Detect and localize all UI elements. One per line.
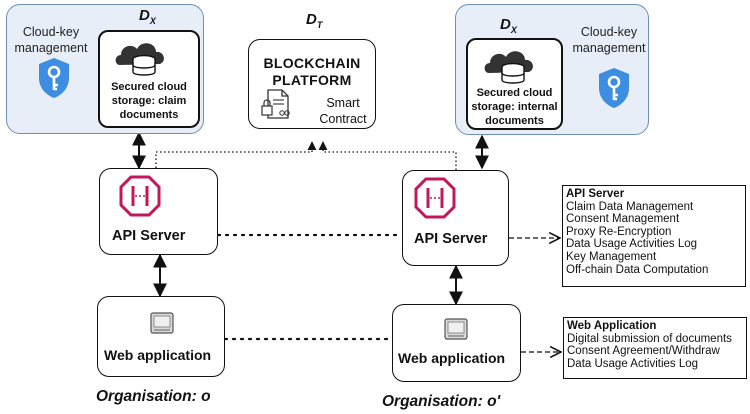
- right-storage-label: Secured cloud storage: internal document…: [471, 87, 558, 127]
- api-info-item: Consent Management: [566, 213, 680, 226]
- key-shield-icon: [599, 68, 629, 108]
- right-api-blockchain-link: [318, 141, 457, 170]
- smart-contract-label: Smart Contract: [319, 96, 367, 126]
- api-info-item: Proxy Re-Encryption: [566, 225, 672, 238]
- api-info-item: Off-chain Data Computation: [566, 263, 709, 276]
- smart-contract-icon: [261, 89, 290, 119]
- api-gateway-icon: [414, 177, 456, 219]
- api-info-item: Key Management: [566, 250, 657, 263]
- cloud-database-icon: [115, 43, 164, 76]
- web-info-title: Web Application: [567, 320, 657, 332]
- key-shield-icon: [39, 58, 69, 98]
- blockchain-platform-title: BLOCKCHAIN PLATFORM: [263, 55, 361, 88]
- right-api-server-label: API Server: [414, 231, 488, 247]
- left-key-management-label: Cloud-key management: [14, 25, 88, 55]
- web-application-info-box: Web Application Digital submission of do…: [563, 317, 747, 379]
- web-info-item: Data Usage Activities Log: [567, 357, 699, 370]
- right-organisation-label: Organisation: o': [382, 393, 501, 410]
- left-web-application: [97, 296, 225, 377]
- api-info-item: Claim Data Management: [566, 200, 694, 213]
- api-info-title: API Server: [566, 188, 625, 200]
- web-info-item: Digital submission of documents: [567, 332, 732, 345]
- left-storage-label: Secured cloud storage: claim documents: [111, 81, 187, 121]
- web-browser-icon: [150, 312, 174, 334]
- left-api-server: [99, 168, 218, 255]
- cloud-database-icon: [484, 51, 533, 84]
- right-key-management-label: Cloud-key management: [572, 25, 646, 55]
- left-cloud-domain-label: DX: [139, 7, 156, 26]
- left-api-blockchain-link: [155, 141, 317, 168]
- blockchain-domain-label: DT: [306, 11, 323, 30]
- left-web-application-label: Web application: [104, 347, 212, 363]
- web-browser-icon: [444, 318, 468, 340]
- api-info-item: Data Usage Activities Log: [566, 238, 698, 251]
- right-secured-storage: [466, 38, 563, 130]
- api-gateway-icon: [119, 175, 161, 217]
- api-server-info-box: API Server Claim Data Management Consent…: [562, 185, 746, 287]
- right-web-application-label: Web application: [398, 350, 506, 366]
- left-organisation-label: Organisation: o: [96, 388, 211, 405]
- right-cloud-domain-label: DX: [500, 16, 517, 35]
- web-info-item: Consent Agreement/Withdraw: [567, 345, 720, 358]
- left-api-server-label: API Server: [112, 228, 186, 244]
- right-web-application: [392, 304, 521, 382]
